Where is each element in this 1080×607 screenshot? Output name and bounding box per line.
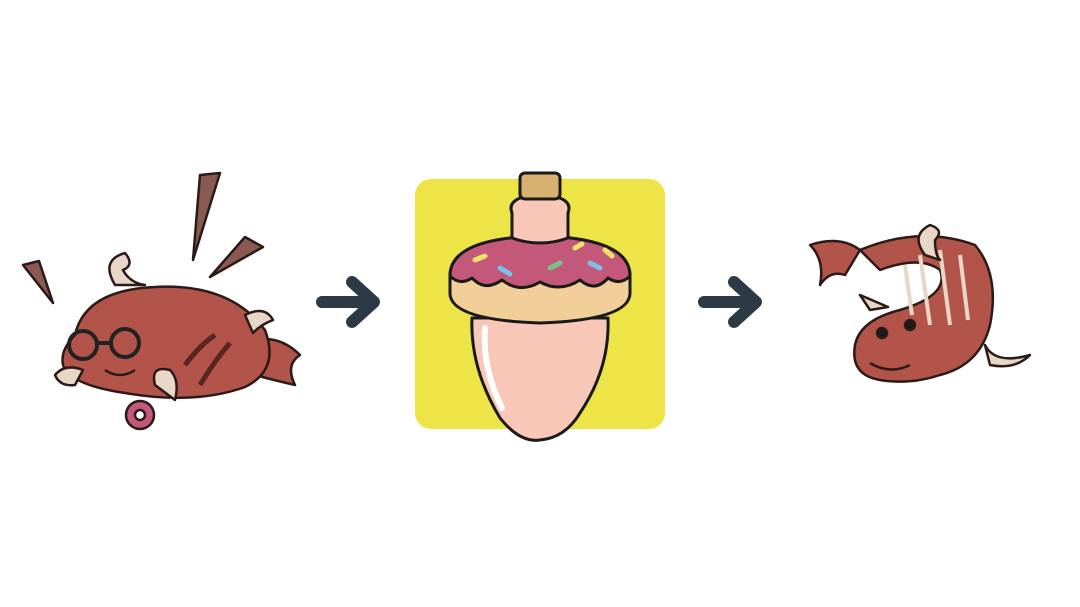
donut-potion-bottle-icon xyxy=(448,171,632,442)
arrow-right-icon xyxy=(698,276,762,328)
chubby-creature-with-glasses-and-donut-icon xyxy=(21,171,302,431)
slim-bony-fish-creature-icon xyxy=(808,223,1032,383)
arrow-right-icon xyxy=(316,276,380,328)
